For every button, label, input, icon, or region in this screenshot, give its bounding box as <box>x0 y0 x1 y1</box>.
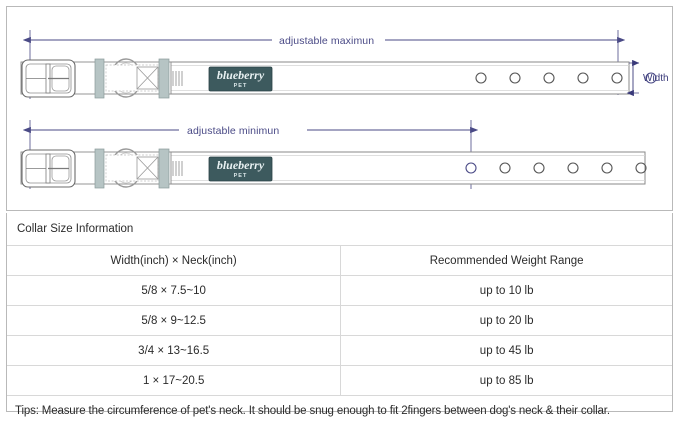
collar-size-table: Collar Size Information Width(inch) × Ne… <box>7 213 672 426</box>
row-weight: up to 20 lb <box>341 306 672 336</box>
collar-bottom-group: adjustable minimun <box>21 120 646 189</box>
collar-diagram-svg: adjustable maximun <box>7 7 674 212</box>
top-buckle-icon <box>22 60 75 97</box>
top-keeper-loop-1 <box>95 59 104 98</box>
top-fold-segment <box>106 65 158 91</box>
bottom-fold-segment <box>106 155 158 181</box>
top-dimension-label: adjustable maximun <box>279 35 374 47</box>
table-row: 5/8 × 9~12.5 up to 20 lb <box>7 306 672 336</box>
table-tips: Tips: Measure the circumference of pet's… <box>7 396 672 426</box>
row-size: 1 × 17~20.5 <box>7 366 341 396</box>
top-keeper-loop-2 <box>159 59 169 98</box>
table-row: 5/8 × 7.5~10 up to 10 lb <box>7 276 672 306</box>
row-weight: up to 85 lb <box>341 366 672 396</box>
collar-size-table-wrap: Collar Size Information Width(inch) × Ne… <box>6 213 673 412</box>
bottom-buckle-icon <box>22 150 75 187</box>
top-brand-name: blueberry <box>217 68 265 82</box>
table-row: 1 × 17~20.5 up to 85 lb <box>7 366 672 396</box>
table-row: 3/4 × 13~16.5 up to 45 lb <box>7 336 672 366</box>
width-label: Width <box>643 73 669 84</box>
collar-diagram-panel: adjustable maximun <box>6 6 673 211</box>
header-weight: Recommended Weight Range <box>341 246 672 276</box>
row-size: 3/4 × 13~16.5 <box>7 336 341 366</box>
top-brand-sub: PET <box>234 83 248 89</box>
table-title: Collar Size Information <box>7 213 672 246</box>
table-title-row: Collar Size Information <box>7 213 672 246</box>
row-size: 5/8 × 9~12.5 <box>7 306 341 336</box>
bottom-brand-tag: blueberry PET <box>209 157 272 181</box>
bottom-dimension-label: adjustable minimun <box>187 125 279 137</box>
row-size: 5/8 × 7.5~10 <box>7 276 341 306</box>
table-tips-row: Tips: Measure the circumference of pet's… <box>7 396 672 426</box>
bottom-keeper-loop-1 <box>95 149 104 188</box>
bottom-brand-name: blueberry <box>217 158 265 172</box>
top-brand-tag: blueberry PET <box>209 67 272 91</box>
table-header-row: Width(inch) × Neck(inch) Recommended Wei… <box>7 246 672 276</box>
row-weight: up to 45 lb <box>341 336 672 366</box>
header-size: Width(inch) × Neck(inch) <box>7 246 341 276</box>
bottom-brand-sub: PET <box>234 173 248 179</box>
row-weight: up to 10 lb <box>341 276 672 306</box>
collar-top-group: adjustable maximun <box>21 30 669 99</box>
bottom-keeper-loop-2 <box>159 149 169 188</box>
